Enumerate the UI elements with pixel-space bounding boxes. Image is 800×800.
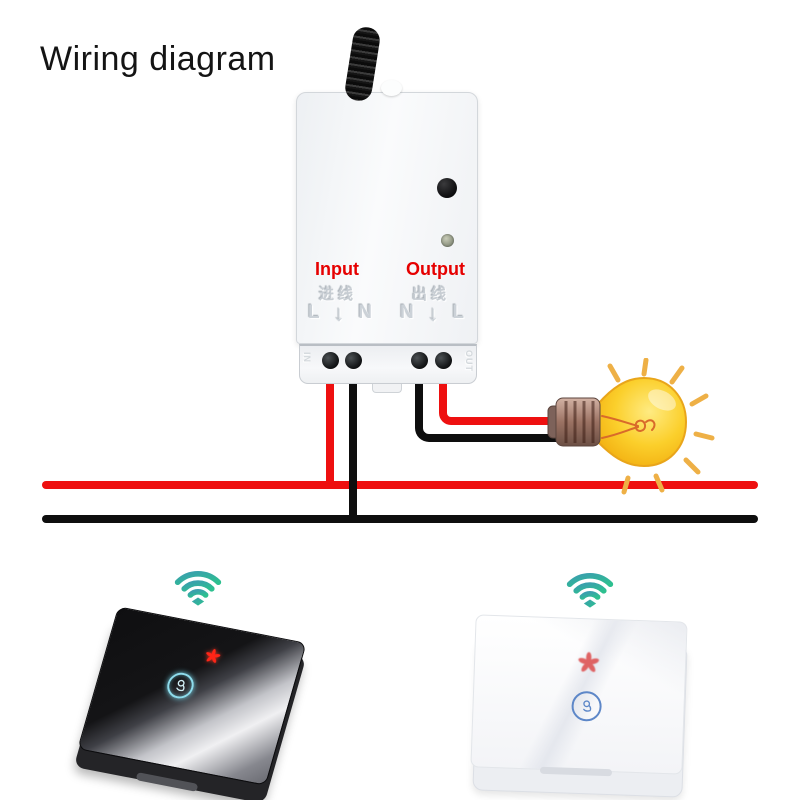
- page-title: Wiring diagram: [40, 40, 276, 78]
- down-arrow-icon: ↓: [333, 300, 345, 326]
- input-label: Input: [315, 259, 359, 279]
- status-led: [441, 234, 454, 247]
- output-label: Output: [406, 259, 465, 279]
- output-neutral-wire: [415, 360, 587, 442]
- antenna-grommet: [381, 80, 402, 96]
- touch-finger-icon: [176, 679, 185, 692]
- output-terminal-l: L: [452, 302, 464, 323]
- wifi-signal-icon: [566, 573, 614, 608]
- light-bulb-icon: [547, 358, 715, 495]
- black-touch-switch: [73, 606, 310, 800]
- input-live-wire: [326, 360, 334, 486]
- touch-button[interactable]: [571, 690, 603, 722]
- output-live-wire: [439, 360, 587, 425]
- touch-finger-icon: [583, 700, 592, 712]
- antenna-icon: [343, 25, 382, 103]
- white-touch-switch: [455, 610, 703, 800]
- pairing-button[interactable]: [437, 178, 457, 198]
- input-terminal-l: L: [308, 302, 320, 323]
- output-label-chinese: 出线: [412, 286, 451, 303]
- mounting-tab: [372, 384, 402, 393]
- switch-glass-panel: [470, 614, 688, 775]
- input-terminal-n: N: [358, 302, 372, 323]
- output-terminal-n: N: [400, 302, 414, 323]
- input-terminal-marking: L ↓ N: [308, 302, 372, 324]
- terminal-screw-input-l[interactable]: [322, 352, 339, 369]
- terminal-screw-input-n[interactable]: [345, 352, 362, 369]
- terminal-side-out-marking: OUT: [464, 350, 474, 372]
- relay-receiver-module: Input Output 进线 出线 L ↓ N N ↓ L: [296, 25, 478, 344]
- wifi-signal-icon: [174, 571, 222, 606]
- output-terminal-marking: N ↓ L: [400, 302, 464, 324]
- star-indicator-icon: [206, 648, 221, 664]
- down-arrow-icon: ↓: [427, 300, 439, 326]
- terminal-side-in-marking: IN: [302, 352, 312, 363]
- terminal-screw-output-n[interactable]: [411, 352, 428, 369]
- switch-glass-panel: [77, 606, 307, 786]
- neutral-power-line: [42, 515, 758, 523]
- touch-button[interactable]: [164, 670, 197, 701]
- input-neutral-wire: [349, 360, 357, 521]
- terminal-strip: IN OUT: [299, 344, 477, 393]
- input-label-chinese: 进线: [319, 286, 358, 303]
- terminal-screw-output-l[interactable]: [435, 352, 452, 369]
- star-indicator-icon: [578, 652, 600, 673]
- live-power-line: [42, 481, 758, 489]
